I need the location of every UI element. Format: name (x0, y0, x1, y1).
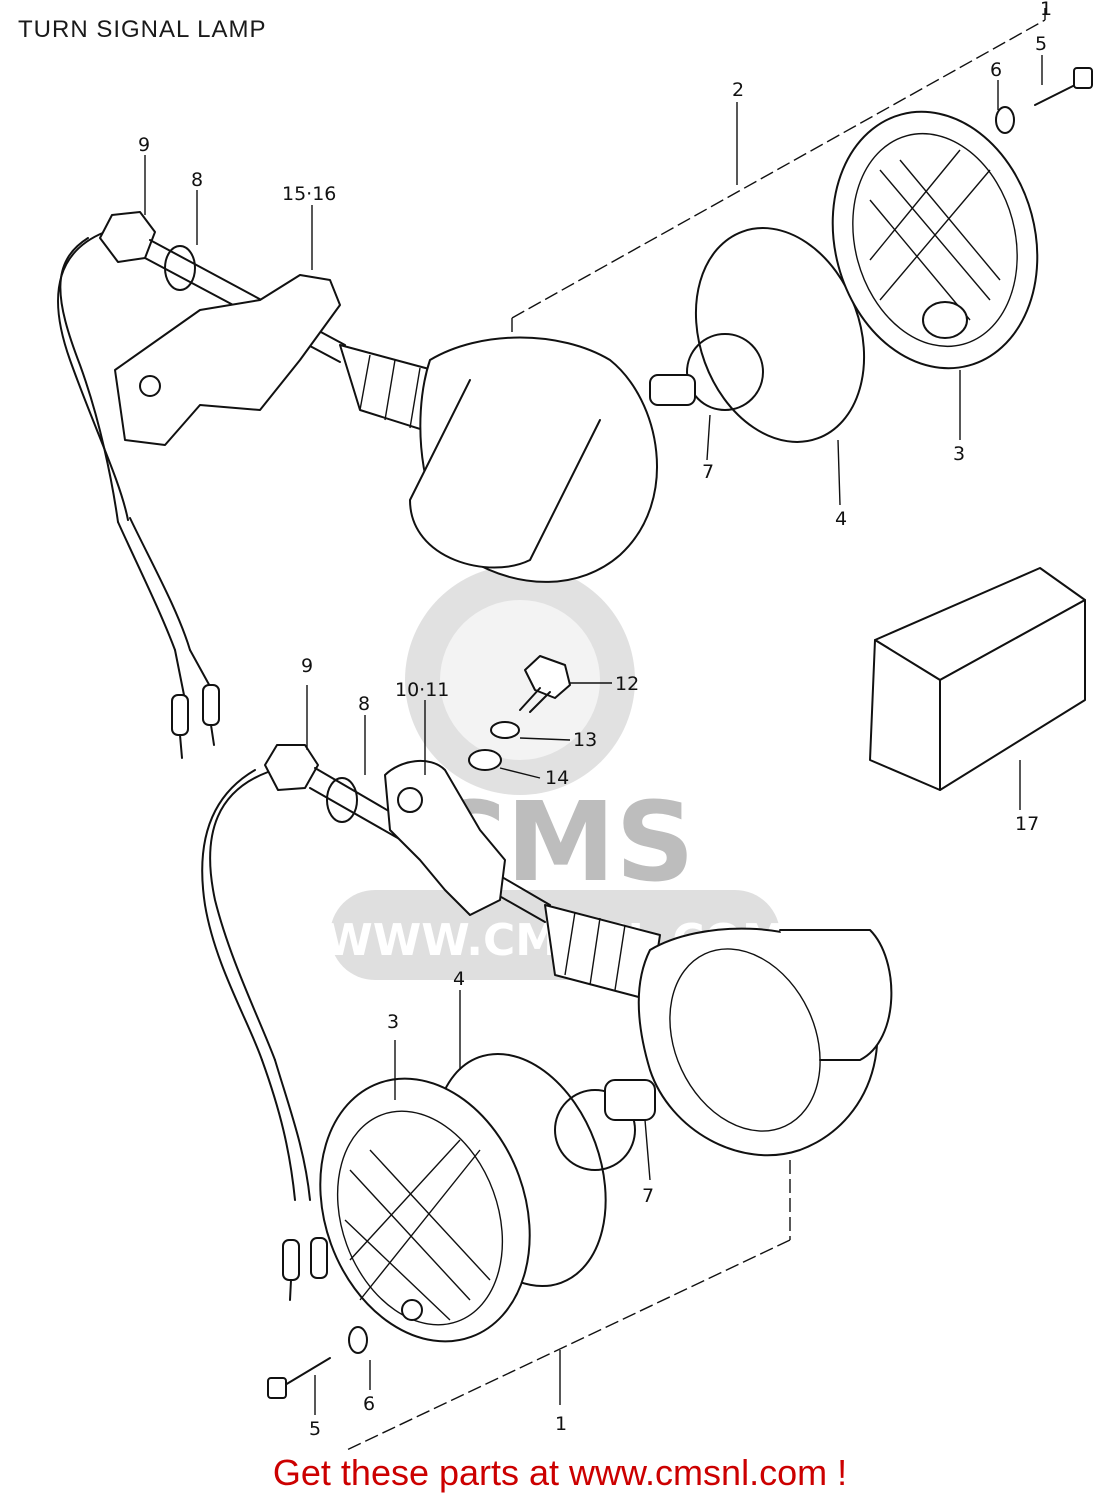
bracket-10-11 (384, 759, 506, 916)
turn-signal-relay-17 (869, 567, 1086, 791)
lens-3-top (831, 110, 1039, 370)
washer-6-top (995, 106, 1015, 134)
callout-4-top: 4 (835, 508, 847, 530)
callout-3-bottom: 3 (387, 1011, 399, 1033)
screw-5-top (1034, 67, 1093, 106)
lens-3-bottom (319, 1077, 531, 1343)
washer-13 (490, 721, 520, 739)
callout-7-top: 7 (702, 461, 714, 483)
callout-9-top: 9 (138, 134, 150, 156)
callout-17: 17 (1015, 813, 1039, 835)
callout-7-bottom: 7 (642, 1185, 654, 1207)
assembly-bracket-1-bottom (345, 1160, 791, 1450)
exploded-parts-diagram: CMS WWW.CMSNL.COM (56, 0, 1093, 1450)
callout-8-top: 8 (191, 169, 203, 191)
callout-9-bottom: 9 (301, 655, 313, 677)
screw-5-bottom (267, 1357, 331, 1399)
bracket-15-16 (114, 274, 341, 446)
callout-14: 14 (545, 767, 569, 789)
callout-10-11: 10·11 (395, 679, 449, 701)
washer-6-bottom (348, 1326, 368, 1354)
upper-turn-signal-assembly (56, 8, 1093, 810)
page-title: TURN SIGNAL LAMP (18, 16, 267, 43)
callout-5-top: 5 (1035, 33, 1047, 55)
washer-14 (468, 749, 502, 771)
callout-labels: 1 5 6 2 9 8 15·16 3 7 4 9 12 10·11 8 13 … (138, 0, 1052, 1440)
callout-2: 2 (732, 79, 744, 101)
callout-4-bottom: 4 (453, 968, 465, 990)
callout-1-bottom: 1 (555, 1413, 567, 1435)
housing-cone-top (409, 379, 601, 569)
housing-cone-bottom (779, 929, 893, 1061)
callout-6-top: 6 (990, 59, 1002, 81)
callout-3-top: 3 (953, 443, 965, 465)
wire-harness-bottom (209, 771, 276, 1061)
callout-1-top: 1 (1040, 0, 1052, 20)
wire-connector-top-a (171, 694, 189, 759)
callout-6-bottom: 6 (363, 1393, 375, 1415)
nut-9-bottom (264, 744, 319, 791)
footer-cta[interactable]: Get these parts at www.cmsnl.com ! (272, 1452, 848, 1493)
bulb-7-bottom (554, 1079, 656, 1171)
wire-connector-top-b (202, 684, 220, 746)
wire-harness-top (56, 231, 129, 521)
bulb-7-top (649, 333, 764, 411)
wire-connector-bottom-b (310, 1237, 328, 1279)
callout-8-bottom: 8 (358, 693, 370, 715)
callout-15-16: 15·16 (282, 183, 336, 205)
callout-12: 12 (615, 673, 639, 695)
callout-13: 13 (573, 729, 597, 751)
nut-9-top (99, 211, 156, 263)
callout-5-bottom: 5 (309, 1418, 321, 1440)
bolt-12 (519, 655, 571, 713)
lower-turn-signal-assembly (201, 655, 893, 1450)
wire-connector-bottom-a (282, 1239, 300, 1301)
